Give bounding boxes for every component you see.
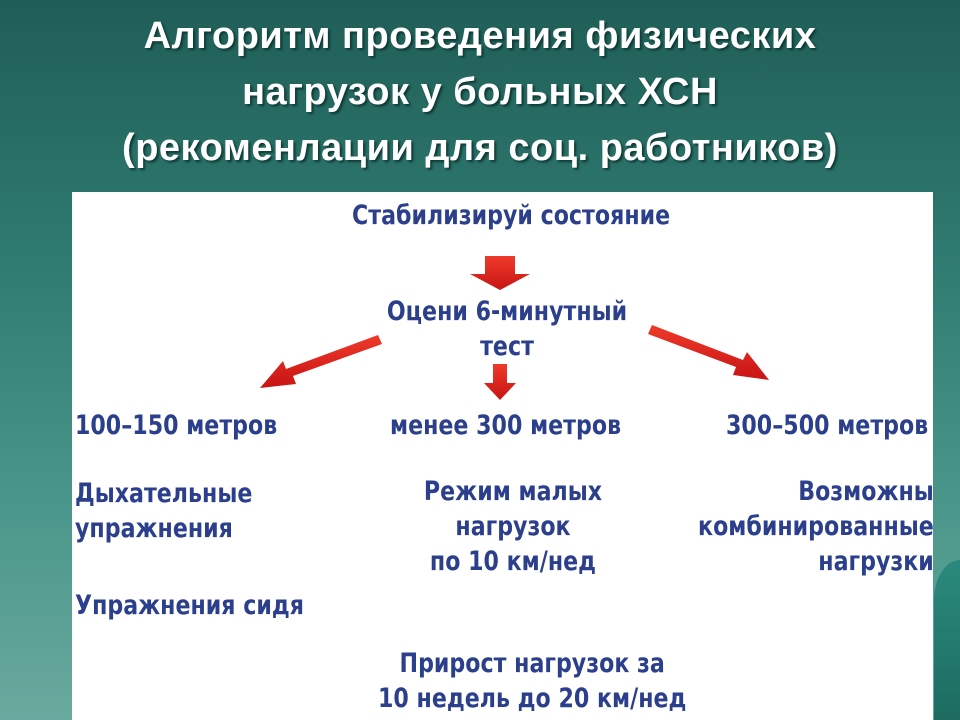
title-line-1: Алгоритм проведения физических bbox=[143, 15, 817, 57]
arrows-layer bbox=[260, 256, 769, 400]
left-rec1-line-2: упражнения bbox=[75, 513, 233, 544]
right-rec-line-1: Возможны bbox=[798, 476, 934, 507]
middle-rec-line-2: нагрузок bbox=[455, 511, 571, 542]
title-line-3: (рекоменлации для соц. работников) bbox=[122, 127, 838, 169]
test-line-1: Оцени 6-минутный bbox=[386, 296, 628, 327]
middle-recommendation: Режим малых нагрузок по 10 км/нед bbox=[390, 474, 636, 579]
growth-line-2: 10 недель до 20 км/нед bbox=[378, 683, 687, 714]
six-minute-test-label: Оцени 6-минутный тест bbox=[384, 294, 630, 364]
middle-rec-line-3: по 10 км/нед bbox=[429, 546, 597, 577]
middle-rec-line-1: Режим малых bbox=[423, 476, 603, 507]
middle-growth: Прирост нагрузок за 10 недель до 20 км/н… bbox=[360, 646, 704, 716]
left-recommendation-2: Упражнения сидя bbox=[75, 590, 304, 621]
right-recommendation: Возможны комбинированные нагрузки bbox=[696, 474, 934, 579]
right-rec-line-2: комбинированные bbox=[698, 511, 934, 542]
title-line-2: нагрузок у больных ХСН bbox=[242, 71, 718, 113]
arrow-down-middle bbox=[484, 364, 516, 400]
stabilize-label: Стабилизируй состояние bbox=[352, 200, 671, 231]
arrow-left bbox=[260, 335, 382, 388]
right-distance: 300–500 метров bbox=[726, 410, 929, 441]
left-rec1-line-1: Дыхательные bbox=[75, 478, 253, 509]
left-recommendation-1: Дыхательные упражнения bbox=[75, 476, 252, 546]
slide-title: Алгоритм проведения физических нагрузок … bbox=[0, 8, 960, 176]
growth-line-1: Прирост нагрузок за bbox=[399, 648, 665, 679]
test-line-2: тест bbox=[480, 331, 534, 362]
left-distance: 100–150 метров bbox=[75, 410, 278, 441]
arrow-down-top bbox=[470, 256, 530, 290]
middle-distance: менее 300 метров bbox=[390, 410, 622, 441]
decorative-corner-shape bbox=[934, 560, 960, 720]
diagram-panel: Стабилизируй состояние Оцени 6-минутный … bbox=[72, 192, 934, 720]
arrow-right bbox=[648, 325, 769, 380]
right-rec-line-3: нагрузки bbox=[818, 546, 934, 577]
